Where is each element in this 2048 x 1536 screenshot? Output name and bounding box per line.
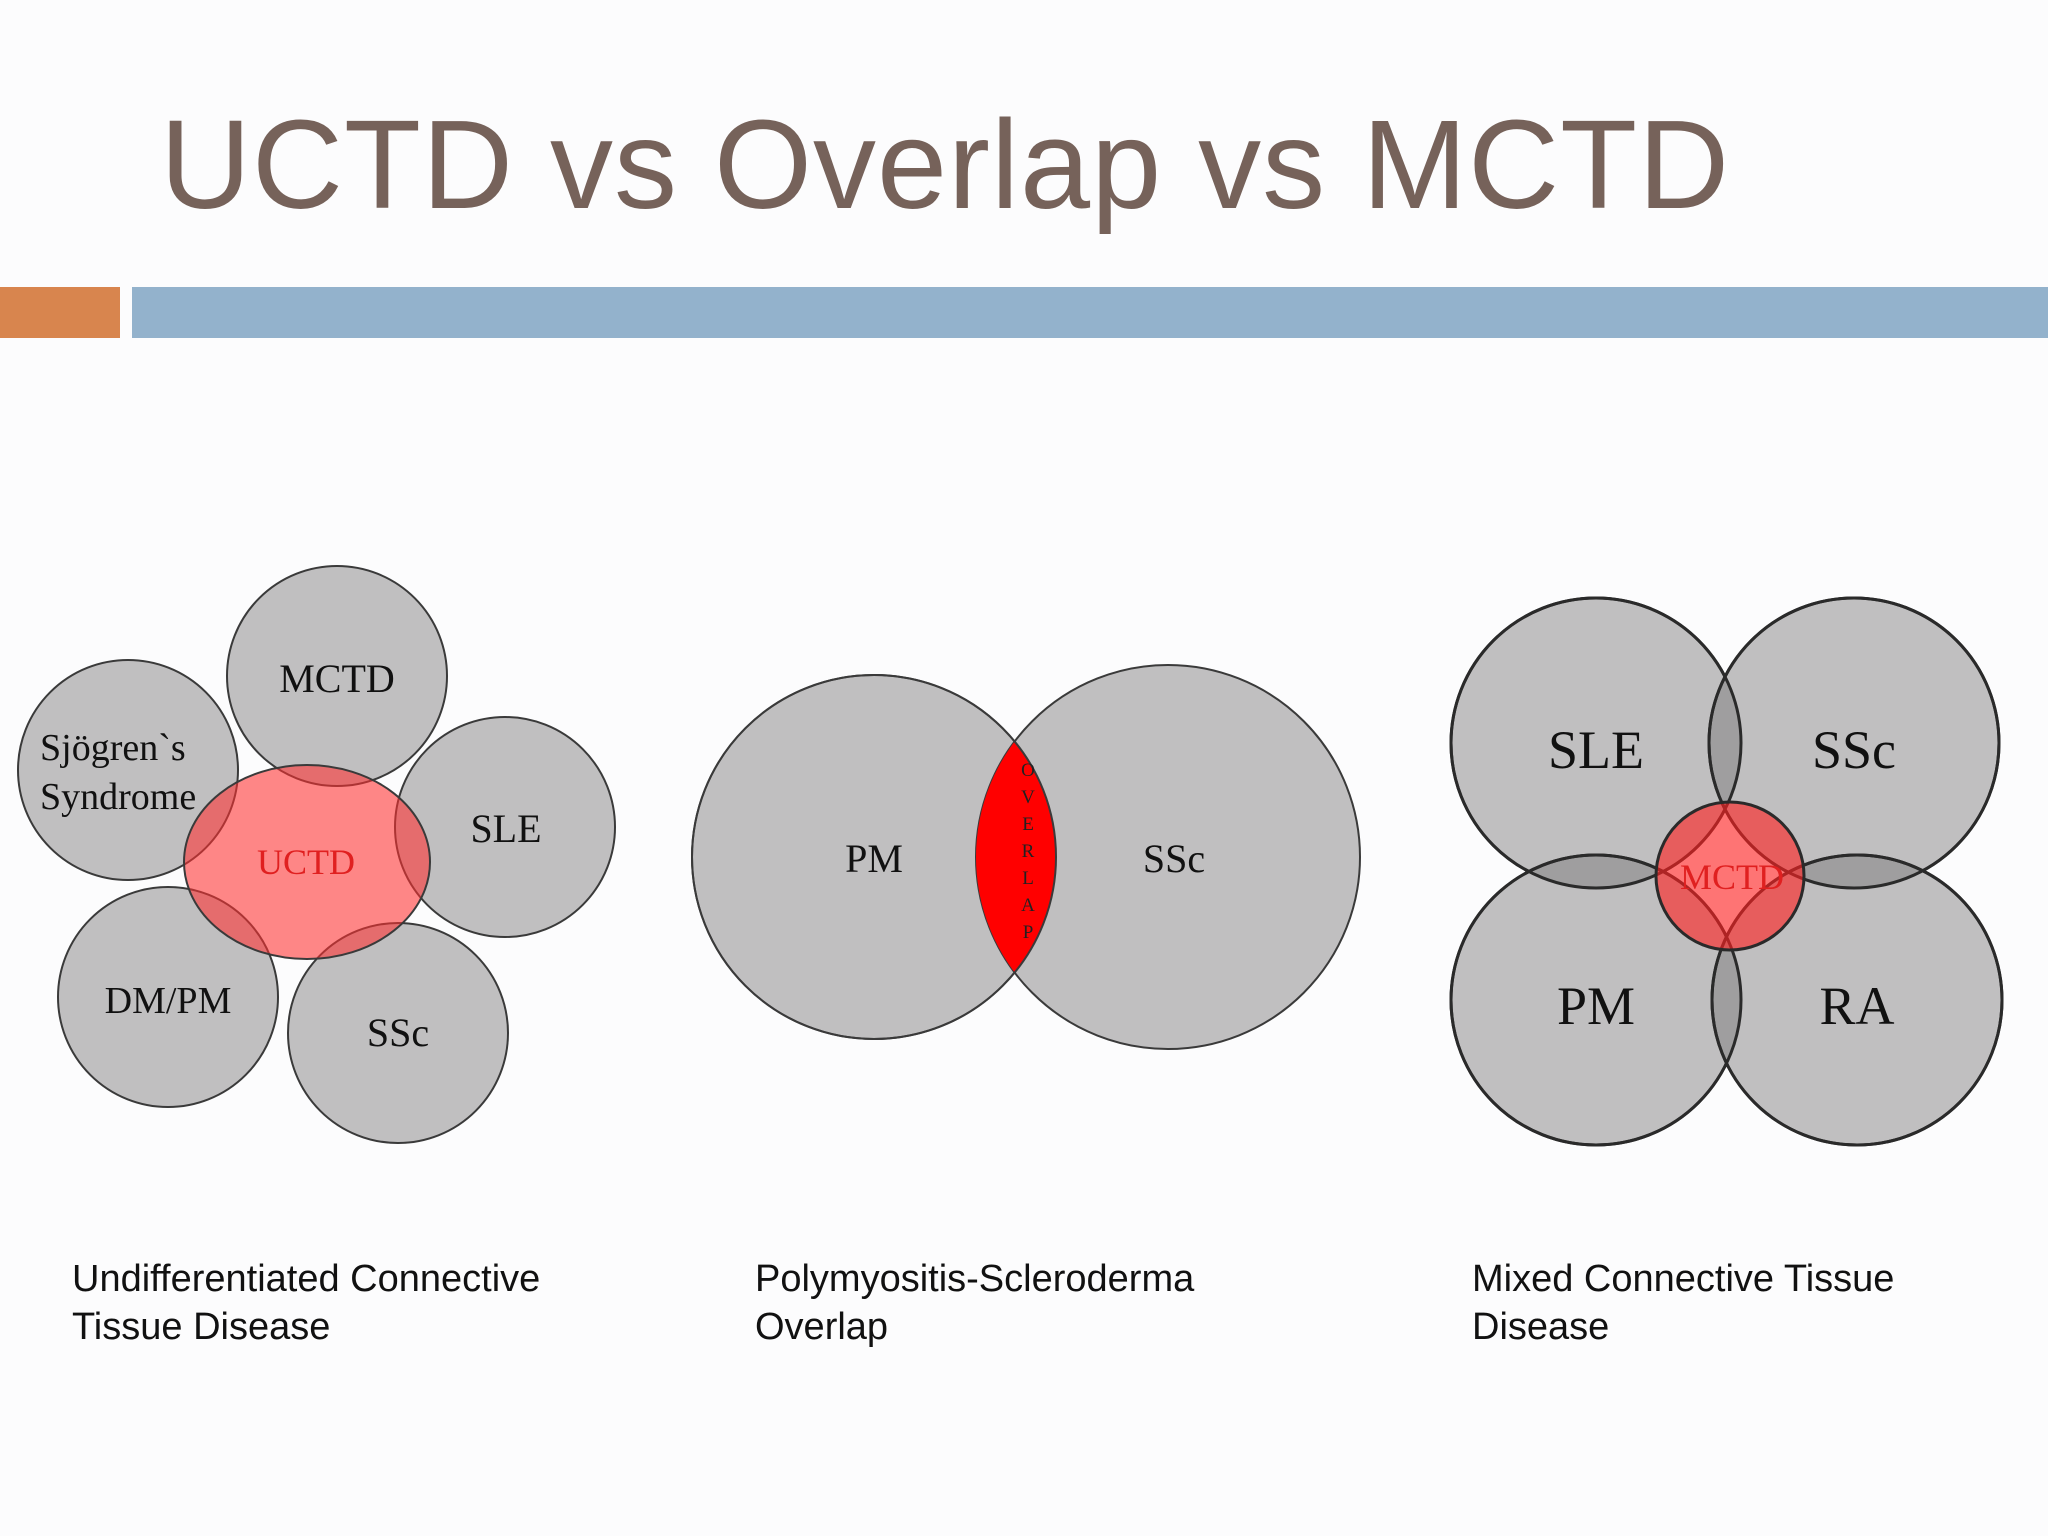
caption-uctd-line1: Undifferentiated Connective — [72, 1258, 541, 1300]
caption-overlap: Polymyositis-Scleroderma Overlap — [755, 1255, 1194, 1351]
caption-uctd: Undifferentiated Connective Tissue Disea… — [72, 1255, 540, 1351]
label-uctd: UCTD — [257, 842, 355, 882]
caption-mctd-line1: Mixed Connective Tissue — [1472, 1258, 1895, 1300]
slide-title: UCTD vs Overlap vs MCTD — [160, 94, 1731, 235]
overlap-letter-a: A — [1021, 895, 1035, 916]
label-ra-4: RA — [1819, 976, 1894, 1036]
label-mctd-center: MCTD — [1680, 857, 1784, 897]
caption-mctd: Mixed Connective Tissue Disease — [1472, 1255, 1894, 1351]
label-pm-4: PM — [1557, 976, 1635, 1036]
accent-bar-blue — [132, 287, 2048, 338]
label-ssc: SSc — [367, 1010, 429, 1055]
circle-pm-outline — [691, 674, 1057, 1040]
mctd-diagram: SLE SSc PM RA MCTD — [1449, 596, 2004, 1147]
label-sjogrens: Sjögren`s — [40, 727, 186, 769]
overlap-letter-p: P — [1023, 922, 1034, 943]
label-ssc-right: SSc — [1143, 836, 1205, 881]
label-sle-4: SLE — [1548, 720, 1644, 780]
caption-uctd-line2: Tissue Disease — [72, 1306, 331, 1348]
accent-bar-orange — [0, 287, 120, 338]
overlap-letter-v: V — [1021, 787, 1035, 808]
label-sle: SLE — [470, 806, 541, 851]
label-pm: PM — [845, 836, 903, 881]
label-syndrome: Syndrome — [40, 776, 196, 818]
circle-dmpm — [57, 886, 279, 1108]
overlap-letter-l: L — [1022, 868, 1034, 889]
caption-overlap-line2: Overlap — [755, 1306, 889, 1348]
overlap-diagram: PM SSc O V E R L A P — [691, 664, 1361, 1050]
caption-overlap-line1: Polymyositis-Scleroderma — [755, 1258, 1195, 1300]
mctd-center-circle — [1654, 800, 1806, 952]
caption-mctd-line2: Disease — [1472, 1306, 1610, 1348]
outline-ssc-4 — [1707, 596, 2001, 890]
outline-ra-4 — [1710, 853, 2004, 1147]
outline-sle-4 — [1449, 596, 1743, 890]
overlap-letter-r: R — [1022, 841, 1035, 862]
overlap-letter-o: O — [1021, 760, 1035, 781]
uctd-diagram: MCTD Sjögren`s Syndrome SLE DM/PM SSc UC… — [17, 565, 616, 1144]
circle-sjogrens — [17, 659, 239, 881]
outline-pm-4 — [1449, 853, 1743, 1147]
overlap-letter-e: E — [1022, 814, 1034, 835]
uctd-center-ellipse — [183, 764, 431, 960]
label-mctd: MCTD — [279, 656, 395, 701]
label-ssc-4: SSc — [1812, 720, 1896, 780]
label-dmpm: DM/PM — [105, 980, 232, 1022]
